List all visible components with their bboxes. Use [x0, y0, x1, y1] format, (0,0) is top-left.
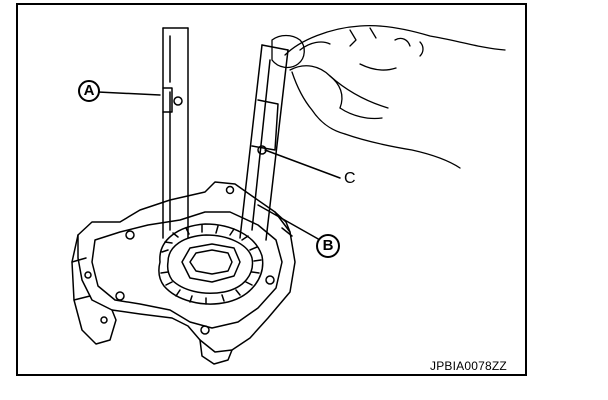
bolt-hole	[265, 275, 275, 285]
leader-a	[97, 91, 161, 96]
inner-gear-bore	[181, 243, 241, 283]
bolt-hole	[125, 230, 135, 240]
bolt-hole	[100, 316, 108, 324]
outer-gear	[158, 223, 264, 305]
bolt-hole	[225, 185, 235, 195]
callout-b-label: B	[322, 237, 334, 254]
pump-housing	[77, 181, 296, 353]
leader-c	[264, 149, 341, 179]
callout-c-label: C	[344, 170, 356, 187]
feeler-gauge-b	[239, 44, 289, 241]
leader-b	[257, 204, 321, 241]
figure-code: JPBIA0078ZZ	[430, 359, 507, 373]
feeler-gauge-a	[162, 27, 189, 239]
callout-a-label: A	[83, 82, 95, 99]
bolt-hole	[84, 271, 92, 279]
bottom-lug	[199, 339, 233, 365]
callout-b: B	[316, 234, 340, 258]
left-mounting-lug	[71, 234, 117, 345]
hand	[271, 24, 506, 169]
callout-a: A	[78, 80, 100, 102]
bolt-hole	[200, 325, 210, 335]
bolt-hole	[115, 291, 125, 301]
